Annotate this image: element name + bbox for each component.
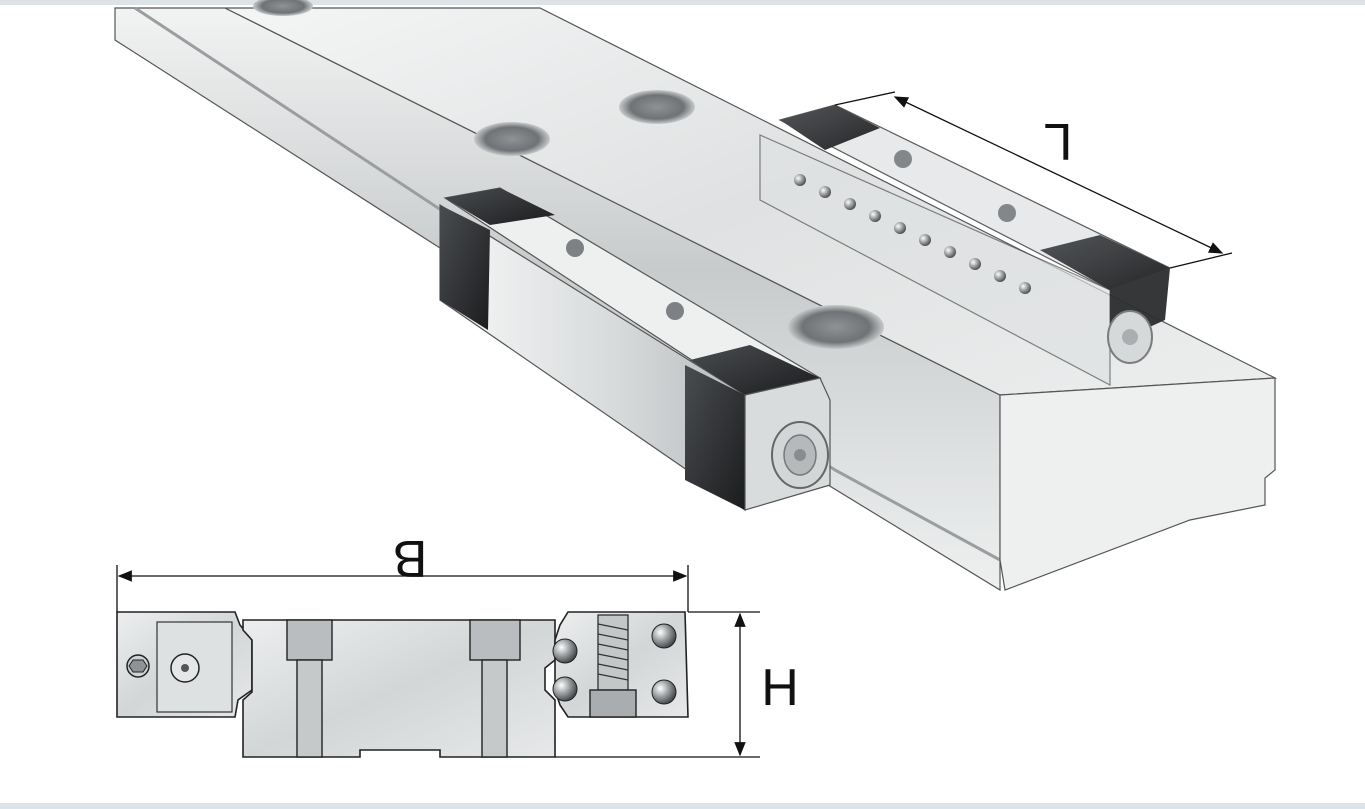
ball: [969, 258, 981, 270]
ball: [894, 222, 906, 234]
ball: [1019, 282, 1031, 294]
rail-end-face: [999, 377, 1276, 591]
carriage-screw-hole: [998, 204, 1016, 222]
width-dimension: B: [116, 529, 689, 612]
cross-section: [116, 611, 689, 758]
front-carriage: [439, 187, 831, 512]
ball: [919, 234, 931, 246]
section-bolt-shank-left: [296, 659, 323, 758]
screw-thread-lines: [597, 623, 629, 681]
frame-top-border: [0, 0, 1365, 5]
front-wiper-screw-center: [794, 449, 806, 461]
section-ball: [552, 638, 578, 664]
rail-mounting-hole: [474, 122, 550, 156]
width-label: B: [393, 529, 428, 587]
section-ball: [651, 623, 677, 649]
ball: [819, 186, 831, 198]
length-extension-line: [834, 91, 896, 106]
section-ball: [552, 676, 578, 702]
height-dimension: H: [555, 611, 799, 758]
carriage-screw-hole: [566, 239, 584, 257]
ball: [844, 198, 856, 210]
section-bolt-head-right: [469, 619, 521, 661]
front-end-cap-top-left: [445, 188, 555, 225]
length-label: L: [1044, 112, 1073, 170]
section-adjust-screw-head: [589, 689, 637, 718]
lube-nipple-center: [181, 664, 189, 672]
height-label: H: [761, 659, 799, 717]
front-end-cap-top-right: [690, 345, 820, 395]
ball: [994, 270, 1006, 282]
frame-bottom-border: [0, 803, 1365, 809]
ball: [869, 210, 881, 222]
rail-mounting-hole: [253, 0, 313, 16]
rear-end-cap-left: [780, 105, 880, 150]
front-end-cap-side-right: [685, 365, 745, 510]
length-dimension: L: [834, 91, 1233, 269]
rear-wiper-screw-center: [1122, 329, 1138, 345]
rail-mounting-hole: [619, 90, 695, 124]
ball: [944, 246, 956, 258]
length-extension-line: [1169, 252, 1233, 269]
section-bolt-shank-right: [481, 659, 508, 758]
section-bolt-head-left: [286, 619, 333, 661]
carriage-screw-hole: [666, 302, 684, 320]
section-ball: [651, 679, 677, 705]
front-end-cap-side-left: [440, 205, 490, 330]
rail-mounting-hole: [788, 305, 884, 349]
rail-groove: [134, 6, 1001, 562]
hex-socket-shape: [128, 659, 148, 673]
carriage-screw-hole: [894, 150, 912, 168]
ball: [794, 174, 806, 186]
length-dimension-line: [893, 96, 1224, 254]
